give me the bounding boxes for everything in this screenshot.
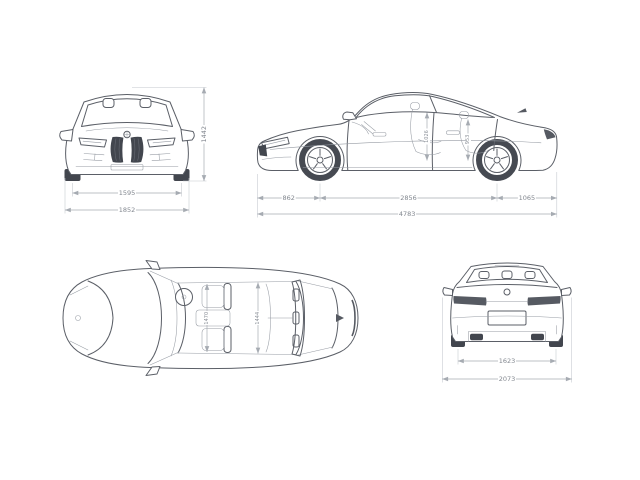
height-value: 1442 <box>200 126 208 143</box>
right-headlight <box>147 137 176 148</box>
license-plate <box>487 310 527 326</box>
left-mirror <box>59 129 74 142</box>
front-track-value: 1595 <box>119 189 136 197</box>
rear-shoulder-value: 1444 <box>255 312 261 325</box>
front-width-dimension: 1852 <box>64 178 190 214</box>
spoiler-lip <box>351 299 356 337</box>
passenger-cushion <box>201 328 225 351</box>
front-view-drawing: 1595 1852 1442 <box>59 87 208 214</box>
left-taillight <box>453 296 487 306</box>
rear-headrest <box>478 271 490 279</box>
driver-cushion <box>201 285 225 308</box>
rear-headroom-value: 953 <box>465 135 471 145</box>
height-dimension: 1442 <box>132 87 208 182</box>
rear-left-mirror <box>442 287 453 296</box>
right-exhaust <box>531 333 544 341</box>
front-headroom-value: 1026 <box>424 130 430 143</box>
rear-headroom-dimension: 953 <box>465 119 471 161</box>
hood-roundel-icon <box>75 315 81 321</box>
side-front-wheel <box>302 142 338 178</box>
hood-seam <box>87 280 114 356</box>
top-right-mirror <box>145 366 161 376</box>
door-handle <box>446 130 460 135</box>
rear-view-drawing: 1623 2073 <box>442 262 572 383</box>
front-shoulder-dimension: 1470 <box>203 283 211 353</box>
antenna-fin <box>517 108 527 113</box>
kidney-grille <box>110 136 144 163</box>
mirror-width-value: 2073 <box>499 375 516 383</box>
rear-headrest <box>292 288 300 302</box>
right-taillight <box>527 296 561 306</box>
top-antenna-fin <box>336 314 344 322</box>
rear-headrest <box>524 271 536 279</box>
side-mirror <box>342 111 357 121</box>
door-handle <box>372 132 387 137</box>
rear-headrest <box>292 334 300 348</box>
windshield-base <box>147 272 162 364</box>
right-mirror <box>180 129 195 142</box>
left-exhaust <box>470 333 483 341</box>
top-view-drawing: 1470 1444 <box>62 260 359 376</box>
decklid-line <box>456 284 558 288</box>
front-width-value: 1852 <box>119 206 136 214</box>
rear-overhang-value: 1065 <box>519 194 536 202</box>
side-rear-wheel <box>479 142 515 178</box>
top-left-mirror <box>145 260 161 270</box>
windshield <box>81 98 173 127</box>
door-seams <box>346 112 498 171</box>
front-overhang-value: 862 <box>282 194 294 202</box>
center-console <box>195 309 231 327</box>
rear-track-dimension: 1623 <box>457 349 557 365</box>
steering-wheel <box>175 288 193 306</box>
headrest <box>102 98 115 108</box>
overall-length-dimension: 4783 <box>257 210 557 218</box>
rear-roundel-icon <box>503 288 511 296</box>
mirror-width-dimension: 2073 <box>442 297 572 383</box>
front-overhang-dimension: 862 <box>257 194 321 202</box>
top-interior <box>170 279 305 357</box>
rear-window <box>466 266 548 283</box>
side-taillight <box>543 129 556 140</box>
wheelbase-dimension: 2856 <box>319 194 498 202</box>
left-headlight <box>78 137 107 148</box>
rear-track-value: 1623 <box>499 357 516 365</box>
rear-bench-back <box>291 279 305 357</box>
rear-headrest <box>292 311 300 325</box>
top-body-outline <box>62 266 359 370</box>
b-pillar <box>429 95 437 113</box>
side-glass <box>355 94 495 118</box>
overall-length-value: 4783 <box>399 210 416 218</box>
rear-headrest <box>501 270 513 279</box>
side-grille <box>258 144 268 157</box>
front-shoulder-value: 1470 <box>204 312 210 325</box>
rear-overhang-dimension: 1065 <box>496 194 557 202</box>
rear-window-edge <box>295 281 304 355</box>
side-view-drawing: 1026 953 862 2856 1065 4783 <box>256 92 558 218</box>
front-headroom-dimension: 1026 <box>424 112 430 161</box>
rear-right-mirror <box>561 287 572 296</box>
headrest <box>139 98 152 108</box>
front-track-dimension: 1595 <box>72 183 182 197</box>
windshield-top <box>177 282 186 354</box>
wheelbase-value: 2856 <box>400 194 417 202</box>
rear-shoulder-dimension: 1444 <box>254 282 262 354</box>
